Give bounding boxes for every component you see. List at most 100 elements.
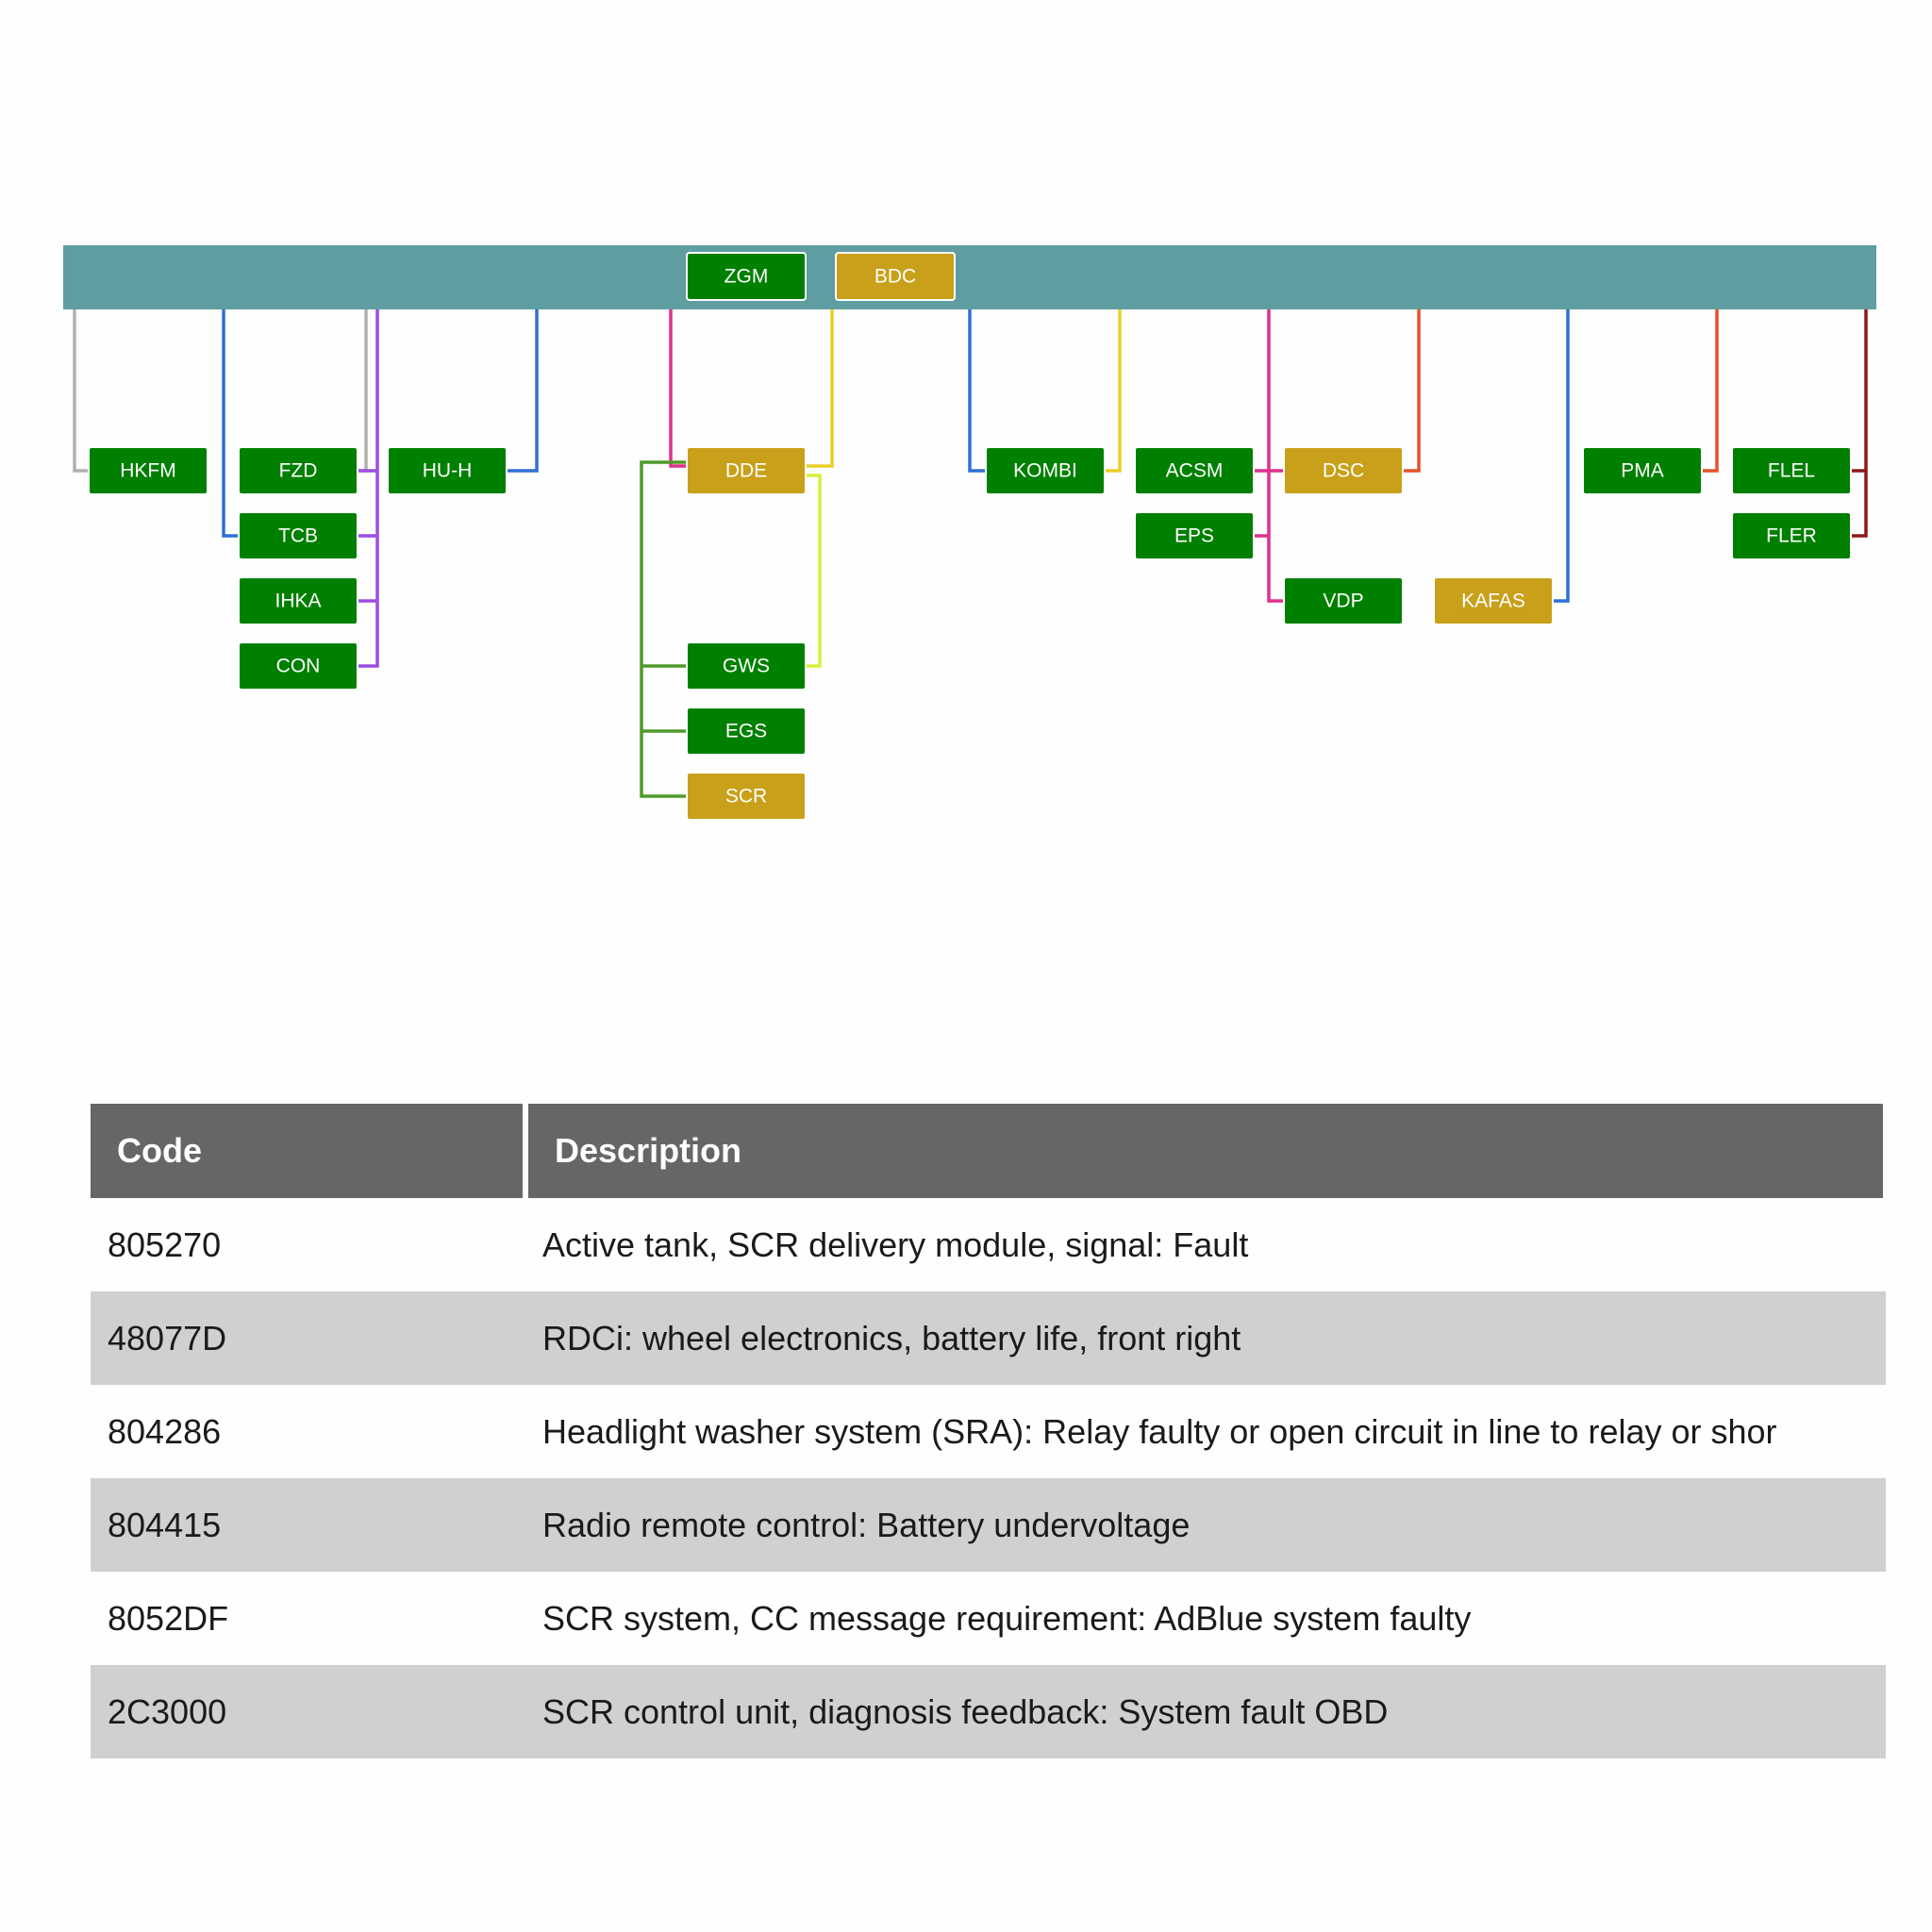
ecu-node-box[interactable] [238, 511, 358, 560]
bus-wire [1851, 309, 1868, 538]
ecu-node-hu-h[interactable]: HU-H [387, 446, 508, 495]
ecu-node-box[interactable] [238, 446, 358, 495]
ecu-node-flel[interactable]: FLEL [1731, 446, 1852, 495]
ecu-node-label: DSC [1323, 460, 1364, 482]
ecu-node-ihka[interactable]: IHKA [238, 576, 358, 625]
bus-wire [640, 460, 687, 798]
bus-wire [806, 474, 822, 668]
ecu-node-con[interactable]: CON [238, 641, 358, 691]
ecu-node-bdc[interactable]: BDC [835, 252, 956, 301]
ecu-node-label: FLEL [1768, 460, 1815, 482]
bus-wire [968, 309, 986, 473]
table-row[interactable]: 804415 Radio remote control: Battery und… [91, 1478, 1886, 1572]
fault-code-cell: 2C3000 [91, 1665, 525, 1758]
fault-description-cell: RDCi: wheel electronics, battery life, f… [525, 1291, 1886, 1385]
column-header-code[interactable]: Code [91, 1104, 528, 1198]
ecu-node-label: EPS [1174, 525, 1214, 547]
fault-description-cell: SCR system, CC message requirement: AdBl… [525, 1572, 1886, 1665]
fault-code-cell: 48077D [91, 1291, 525, 1385]
ecu-node-box[interactable] [985, 446, 1106, 495]
ecu-node-zgm[interactable]: ZGM [686, 252, 807, 301]
ecu-node-box[interactable] [686, 446, 807, 495]
ecu-node-box[interactable] [88, 446, 208, 495]
bus-wire [1105, 309, 1122, 473]
fault-code-cell: 804415 [91, 1478, 525, 1572]
ecu-node-dde[interactable]: DDE [686, 446, 807, 495]
bus-wire [1267, 309, 1284, 603]
table-row[interactable]: 48077D RDCi: wheel electronics, battery … [91, 1291, 1886, 1385]
ecu-node-box[interactable] [1731, 446, 1852, 495]
ecu-node-label: HKFM [120, 460, 176, 482]
table-row[interactable]: 2C3000 SCR control unit, diagnosis feedb… [91, 1665, 1886, 1758]
column-header-description[interactable]: Description [525, 1104, 1889, 1198]
ecu-node-fzd[interactable]: FZD [238, 446, 358, 495]
bus-wire [507, 309, 539, 473]
ecu-node-box[interactable] [387, 446, 508, 495]
ecu-node-acsm[interactable]: ACSM [1134, 446, 1255, 495]
fault-code-cell: 8052DF [91, 1572, 525, 1665]
ecu-node-label: KAFAS [1461, 591, 1525, 612]
ecu-node-box[interactable] [1582, 446, 1703, 495]
ecu-node-label: PMA [1621, 460, 1664, 482]
ecu-node-label: DDE [725, 460, 767, 482]
ecu-nodes: ZGM BDC HKFM FZD TCB IHKA CON HU-H DDE GWS EGS SCR K… [88, 252, 1852, 821]
fault-description-cell: SCR control unit, diagnosis feedback: Sy… [525, 1665, 1886, 1758]
table-header-row: Code Description [91, 1104, 1889, 1198]
ecu-node-eps[interactable]: EPS [1134, 511, 1255, 560]
ecu-node-label: HU-H [423, 460, 473, 482]
bus-wire [222, 309, 239, 538]
fault-description-cell: Active tank, SCR delivery module, signal… [525, 1198, 1886, 1291]
ecu-node-label: ACSM [1166, 460, 1224, 482]
ecu-node-box[interactable] [238, 641, 358, 691]
ecu-node-fler[interactable]: FLER [1731, 511, 1852, 560]
ecu-node-box[interactable] [238, 576, 358, 625]
bus-wire [358, 309, 379, 668]
ecu-node-hkfm[interactable]: HKFM [88, 446, 208, 495]
ecu-node-vdp[interactable]: VDP [1283, 576, 1404, 625]
network-topology-diagram: ZGM BDC HKFM FZD TCB IHKA CON HU-H DDE GWS EGS SCR K… [63, 245, 1876, 821]
ecu-node-kafas[interactable]: KAFAS [1433, 576, 1554, 625]
ecu-node-box[interactable] [1731, 511, 1852, 560]
ecu-node-pma[interactable]: PMA [1582, 446, 1703, 495]
ecu-node-box[interactable] [1283, 446, 1404, 495]
table-row[interactable]: 805270 Active tank, SCR delivery module,… [91, 1198, 1886, 1291]
ecu-node-box[interactable] [1283, 576, 1404, 625]
bus-wire [73, 309, 89, 473]
ecu-node-tcb[interactable]: TCB [238, 511, 358, 560]
table-row[interactable]: 804286 Headlight washer system (SRA): Re… [91, 1385, 1886, 1478]
bus-bar [63, 245, 1876, 309]
bus-wire [1403, 309, 1421, 473]
ecu-node-egs[interactable]: EGS [686, 707, 807, 756]
fault-code-table: Code Description 805270 Active tank, SCR… [91, 1104, 1889, 1758]
ecu-node-box[interactable] [686, 641, 807, 691]
ecu-node-box[interactable] [1134, 446, 1255, 495]
ecu-node-label: ZGM [724, 266, 769, 288]
ecu-node-box[interactable] [835, 252, 956, 301]
ecu-node-box[interactable] [1134, 511, 1255, 560]
bus-wire [1702, 309, 1719, 473]
table-row[interactable]: 8052DF SCR system, CC message requiremen… [91, 1572, 1886, 1665]
ecu-node-dsc[interactable]: DSC [1283, 446, 1404, 495]
ecu-node-scr[interactable]: SCR [686, 772, 807, 821]
ecu-node-label: VDP [1323, 591, 1363, 612]
ecu-node-label: FZD [279, 460, 318, 482]
ecu-node-box[interactable] [686, 252, 807, 301]
ecu-node-label: GWS [723, 656, 770, 677]
ecu-node-label: IHKA [275, 591, 321, 612]
ecu-node-kombi[interactable]: KOMBI [985, 446, 1106, 495]
ecu-node-box[interactable] [686, 772, 807, 821]
bus-wire [1553, 309, 1570, 603]
fault-description-cell: Headlight washer system (SRA): Relay fau… [525, 1385, 1886, 1478]
ecu-node-label: KOMBI [1013, 460, 1077, 482]
ecu-node-box[interactable] [1433, 576, 1554, 625]
bus-wire [358, 309, 368, 473]
ecu-node-label: SCR [725, 786, 767, 808]
bus-wire [806, 309, 834, 468]
ecu-node-label: BDC [874, 266, 916, 288]
fault-code-cell: 805270 [91, 1198, 525, 1291]
ecu-node-label: TCB [278, 525, 318, 547]
ecu-node-gws[interactable]: GWS [686, 641, 807, 691]
fault-code-cell: 804286 [91, 1385, 525, 1478]
ecu-node-label: CON [276, 656, 321, 677]
ecu-node-box[interactable] [686, 707, 807, 756]
